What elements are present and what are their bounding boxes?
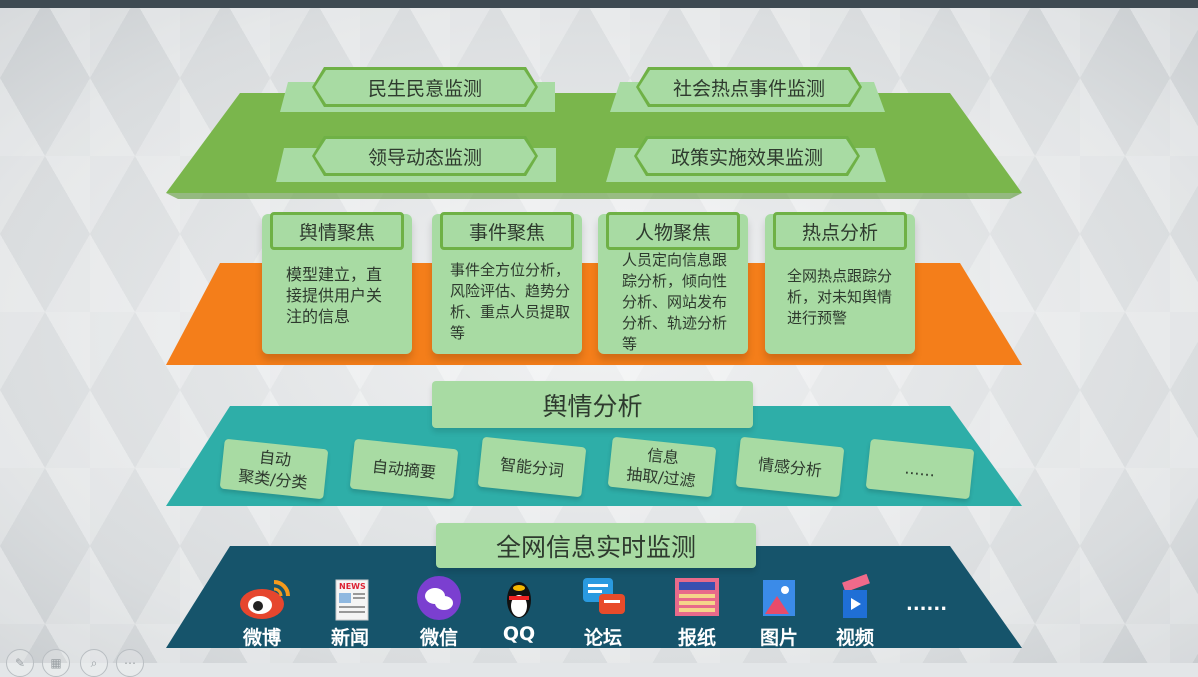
source-newspaper[interactable]: 报纸: [662, 574, 732, 650]
source-label: 报纸: [677, 627, 716, 649]
livelihood-monitor-label: 民生民意监测: [315, 70, 535, 104]
monitor-title: 全网信息实时监测: [436, 523, 756, 568]
source-weibo[interactable]: 微博: [227, 574, 297, 650]
monitor-title-text: 全网信息实时监测: [495, 532, 696, 562]
policy-monitor-label: 政策实施效果监测: [637, 139, 857, 173]
focus-card-person[interactable]: 人物聚焦 人员定向信息跟踪分析，倾向性分析、网站发布分析、轨迹分析等: [598, 212, 748, 354]
leader-monitor-button[interactable]: 领导动态监测: [312, 136, 538, 176]
source-forum[interactable]: 论坛: [568, 574, 638, 650]
source-picture[interactable]: 图片: [744, 574, 814, 650]
source-label: 视频: [835, 627, 874, 649]
analysis-title-text: 舆情分析: [542, 391, 643, 421]
news-icon: NEWS: [322, 574, 378, 621]
tile-line: 情感分析: [757, 454, 823, 480]
focus-card-event[interactable]: 事件聚焦 事件全方位分析，风险评估、趋势分析、重点人员提取等: [432, 212, 582, 354]
analysis-tile-more[interactable]: ......: [865, 438, 975, 500]
source-label: 论坛: [583, 627, 622, 649]
focus-card-text: 事件全方位分析，风险评估、趋势分析、重点人员提取等: [450, 261, 571, 342]
leader-monitor-label: 领导动态监测: [315, 139, 535, 173]
hot-event-monitor-label: 社会热点事件监测: [639, 70, 859, 104]
newspaper-icon: [669, 574, 725, 620]
qq-icon: [491, 574, 547, 620]
focus-card-title: 人物聚焦: [606, 212, 740, 250]
svg-text:NEWS: NEWS: [339, 582, 366, 591]
analysis-tile-extract[interactable]: 信息抽取/过滤: [607, 436, 717, 498]
source-more[interactable]: ......: [906, 594, 948, 615]
analysis-tile-summary[interactable]: 自动摘要: [349, 438, 459, 500]
source-news[interactable]: NEWS 新闻: [315, 574, 385, 650]
focus-card-title: 热点分析: [773, 212, 907, 250]
focus-card-title: 舆情聚焦: [270, 212, 404, 250]
weibo-icon: [234, 574, 290, 620]
focus-card-hotspot[interactable]: 热点分析 全网热点跟踪分析，对未知舆情进行预警: [765, 212, 915, 354]
analysis-tile-cluster[interactable]: 自动聚类/分类: [219, 438, 329, 500]
source-label: 新闻: [330, 627, 369, 649]
tile-line: 智能分词: [499, 454, 565, 480]
tile-line: ......: [903, 457, 937, 481]
source-wechat[interactable]: 微信: [404, 574, 474, 650]
more-icon[interactable]: ⋯: [116, 649, 144, 677]
picture-icon: [751, 574, 807, 620]
source-label: 图片: [759, 627, 798, 649]
zoom-icon[interactable]: ⌕: [80, 649, 108, 677]
pen-icon[interactable]: ✎: [6, 649, 34, 677]
focus-card-text: 模型建立，直接提供用户关注的信息: [286, 265, 383, 326]
focus-card-text: 全网热点跟踪分析，对未知舆情进行预警: [787, 267, 893, 327]
focus-card-sentiment[interactable]: 舆情聚焦 模型建立，直接提供用户关注的信息: [262, 212, 412, 354]
policy-monitor-button[interactable]: 政策实施效果监测: [634, 136, 860, 176]
hot-event-monitor-button[interactable]: 社会热点事件监测: [636, 67, 862, 107]
top-bar: [0, 0, 1198, 8]
focus-card-text: 人员定向信息跟踪分析，倾向性分析、网站发布分析、轨迹分析等: [622, 251, 728, 353]
video-icon: [827, 573, 883, 620]
wechat-icon: [411, 574, 467, 620]
source-video[interactable]: 视频: [820, 573, 890, 650]
analysis-title: 舆情分析: [432, 381, 753, 428]
focus-card-title: 事件聚焦: [440, 212, 574, 250]
analysis-tile-segment[interactable]: 智能分词: [477, 436, 587, 498]
source-label: 微博: [242, 627, 281, 649]
slides-icon[interactable]: ▦: [42, 649, 70, 677]
source-label: 微信: [419, 627, 458, 649]
tile-line: 自动摘要: [371, 456, 437, 482]
forum-icon: [575, 574, 631, 620]
livelihood-monitor-button[interactable]: 民生民意监测: [312, 67, 538, 107]
analysis-tile-sentiment[interactable]: 情感分析: [735, 436, 845, 498]
source-qq[interactable]: QQ: [484, 574, 554, 645]
source-label: QQ: [502, 623, 536, 645]
